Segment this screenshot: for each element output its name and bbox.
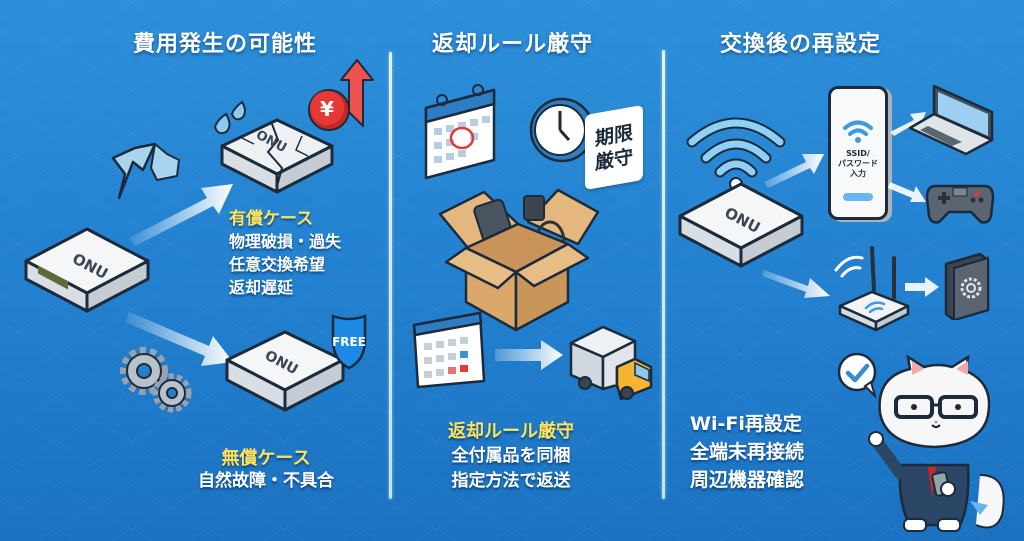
delivery-truck-icon	[569, 325, 653, 400]
broken-onu-icon: ONU	[213, 100, 334, 194]
gamepad-icon	[925, 184, 995, 224]
return-rules-caption: 返却ルール厳守 全付属品を同梱 指定方法で返送	[448, 420, 574, 494]
arrow-to-laptop-icon	[890, 112, 926, 136]
phone-screen-line: パスワード	[838, 159, 878, 168]
laptop-icon	[908, 84, 994, 156]
paid-case-line: 物理破損・過失	[229, 232, 342, 251]
return-rules-line: 全付属品を同梱	[451, 446, 571, 466]
broken-shards-icon	[111, 142, 180, 200]
free-onu-icon: ONU FREE	[225, 314, 367, 412]
calendar-deadline-icon	[424, 84, 496, 180]
desk-calendar-icon	[412, 311, 486, 389]
onu-device-icon: ONU	[24, 227, 150, 313]
arrow-to-phone-icon	[764, 154, 824, 188]
svg-text:FREE: FREE	[332, 335, 366, 349]
paid-case-caption: 有償ケース 物理破損・過失 任意交換希望 返却遅延	[229, 208, 341, 299]
section-title-cost: 費用発生の可能性	[133, 32, 318, 57]
new-onu-icon: ONU	[678, 182, 804, 268]
arrow-to-peripheral-icon	[905, 277, 939, 297]
peripheral-device-icon	[944, 252, 990, 320]
paid-case-heading: 有償ケース	[229, 209, 314, 229]
phone-screen-text: SSID/ パスワード 入力	[831, 149, 885, 179]
section-divider-right	[662, 50, 665, 499]
deadline-badge-line: 厳守	[594, 145, 633, 174]
paid-case-line: 任意交換希望	[229, 255, 326, 274]
yen-cost-increase-icon: ¥	[308, 59, 374, 131]
phone-wifi-icon	[843, 120, 873, 143]
svg-text:¥: ¥	[320, 97, 334, 121]
package-box-icon	[438, 188, 600, 332]
arrow-to-truck-icon	[495, 340, 563, 370]
reconfig-line: 周辺機器確認	[690, 469, 805, 491]
section-title-reconfig: 交換後の再設定	[720, 32, 882, 57]
arrow-to-paid-icon	[129, 184, 233, 246]
cat-mascot-icon	[868, 355, 1005, 532]
section-title-return-rules: 返却ルール厳守	[432, 32, 594, 57]
reconfig-caption: Wi-Fi再設定 全端末再接続 周辺機器確認	[690, 410, 804, 494]
paid-case-line: 返却遅延	[229, 278, 294, 297]
smartphone-icon: SSID/ パスワード 入力	[828, 86, 888, 220]
gears-icon	[120, 347, 192, 413]
return-rules-line: 指定方法で返送	[451, 471, 571, 491]
phone-input-button	[843, 193, 873, 201]
wifi-router-icon	[834, 246, 910, 332]
phone-screen-line: 入力	[850, 169, 866, 178]
reconfig-line: Wi-Fi再設定	[690, 413, 802, 435]
arrow-to-gamepad-icon	[888, 182, 926, 202]
section-divider-left	[389, 52, 392, 499]
free-case-caption: 無償ケース 自然故障・不具合	[198, 448, 334, 493]
phone-screen-line: SSID/	[846, 149, 870, 158]
free-case-line: 自然故障・不具合	[198, 471, 334, 491]
clock-icon	[529, 97, 595, 163]
deadline-badge: 期限 厳守	[585, 104, 643, 191]
arrow-to-free-icon	[125, 312, 233, 366]
return-rules-heading: 返却ルール厳守	[448, 421, 574, 442]
arrow-to-router-icon	[762, 270, 830, 298]
free-case-heading: 無償ケース	[221, 448, 311, 469]
checkmark-bubble-icon	[837, 352, 877, 398]
reconfig-line: 全端末再接続	[690, 441, 805, 463]
